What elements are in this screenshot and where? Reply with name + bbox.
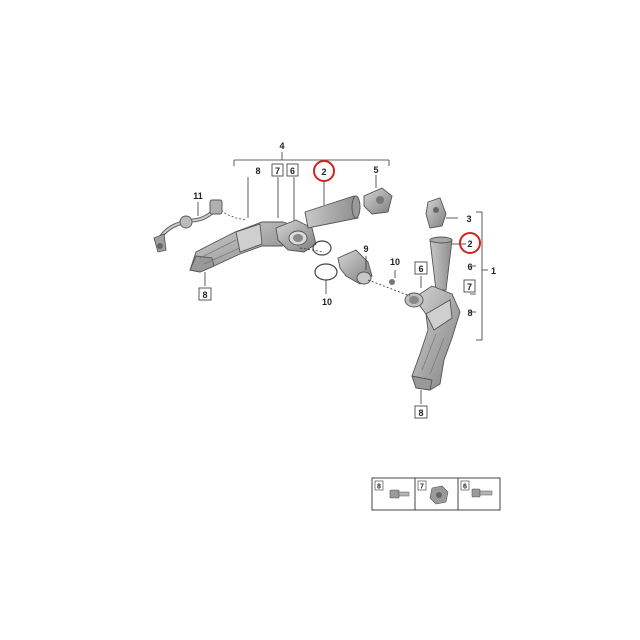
callout-box-6-top <box>286 163 299 177</box>
callout-7-right: 7 <box>467 282 472 292</box>
group-4-bracket <box>233 152 390 225</box>
callout-10-right: 10 <box>390 257 400 267</box>
vent-hose <box>153 199 247 253</box>
right-air-duct <box>404 276 461 404</box>
callout-box-7-top <box>271 163 284 177</box>
fastener-legend: 8 7 6 <box>371 477 501 511</box>
highlight-circle-top <box>313 160 335 182</box>
intake-flange <box>275 219 317 253</box>
callout-11: 11 <box>193 191 203 201</box>
callout-7-top: 7 <box>275 166 280 176</box>
callout-3: 3 <box>466 214 471 224</box>
callout-8-right: 8 <box>467 308 472 318</box>
callout-8-top: 8 <box>255 166 260 176</box>
legend-label-7: 7 <box>420 484 424 491</box>
callout-4: 4 <box>279 141 284 151</box>
callout-10-left: 10 <box>322 297 332 307</box>
callout-5: 5 <box>373 165 378 175</box>
group-1-bracket <box>470 211 488 341</box>
callout-8-left: 8 <box>202 290 207 300</box>
callout-1: 1 <box>491 266 496 276</box>
highlight-circle-right <box>459 232 481 254</box>
callout-6-top: 6 <box>290 166 295 176</box>
callout-box-7-right <box>463 279 476 293</box>
bracket-part-5 <box>363 187 393 215</box>
callout-9: 9 <box>363 244 368 254</box>
seal-ring-left <box>312 240 338 294</box>
legend-label-8: 8 <box>377 484 381 491</box>
bolt-icon <box>389 489 410 499</box>
callout-2-right: 2 <box>467 239 472 249</box>
assembly-dashed-line <box>299 247 325 253</box>
callout-box-6-mid <box>414 261 428 275</box>
left-air-duct <box>189 221 301 273</box>
callout-6-mid: 6 <box>418 264 423 274</box>
valve-part-3 <box>425 197 458 229</box>
small-clip <box>389 270 396 285</box>
callout-box-8-left <box>198 287 212 301</box>
callout-2-top: 2 <box>321 167 326 177</box>
screw-icon <box>471 488 493 498</box>
callout-box-8-bottom <box>414 405 428 419</box>
callout-8-bottom: 8 <box>418 408 423 418</box>
assembly-dashed-line-2 <box>367 279 411 297</box>
elbow-connector <box>337 249 373 285</box>
callout-6-right: 6 <box>467 262 472 272</box>
filter-cone-top <box>304 195 361 229</box>
legend-label-6: 6 <box>463 484 467 491</box>
nut-icon <box>429 485 449 505</box>
filter-cone-right <box>429 236 466 291</box>
